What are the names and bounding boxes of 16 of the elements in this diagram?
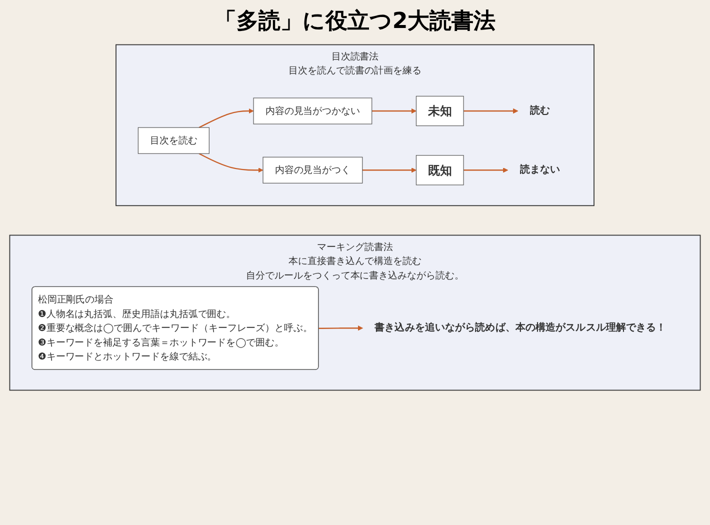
node-text: 読む <box>530 104 550 116</box>
node-box: 内容の見当がつかない <box>253 98 372 124</box>
arrow <box>318 326 363 331</box>
node-box: 既知 <box>416 155 464 186</box>
arrow <box>198 153 264 173</box>
arrow <box>372 108 416 114</box>
node-box: 未知 <box>416 96 464 126</box>
node-box: 内容の見当がつく <box>262 156 363 184</box>
node-text: 読まない <box>520 164 560 176</box>
arrow <box>464 168 508 173</box>
node-text: 書き込みを追いながら読めば、本の構造がスルスル理解できる！ <box>374 322 666 334</box>
arrow <box>464 108 518 114</box>
diagram-title: 「多読」に役立つ2大読書法 <box>213 8 497 36</box>
node-box: 目次を読む <box>138 127 210 154</box>
arrow <box>198 108 254 128</box>
arrow <box>362 168 416 173</box>
